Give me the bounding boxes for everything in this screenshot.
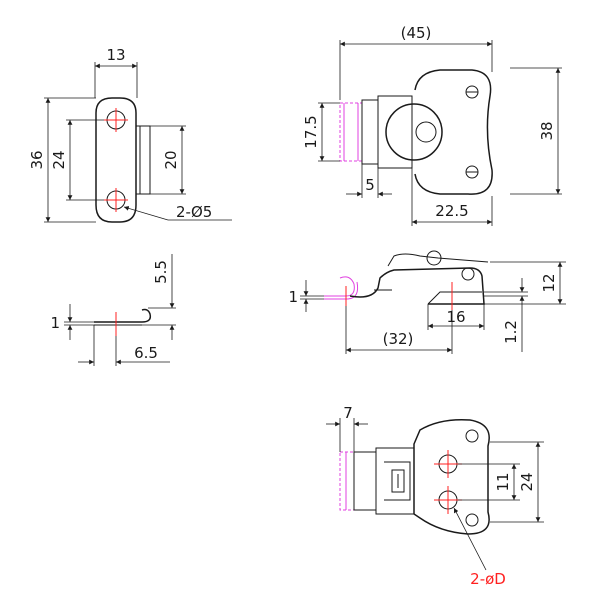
- dim-bottom-width: 24: [518, 472, 536, 491]
- front-plate-outline: [95, 97, 137, 223]
- top-hidden-part: [339, 102, 363, 162]
- dim-right-thickness: 1: [288, 288, 298, 306]
- front-hole-callout: 2-Ø5: [176, 203, 212, 221]
- top-view: (45) 38 17.5 5 22.5: [302, 24, 562, 226]
- dim-right-reach: (32): [383, 330, 414, 348]
- top-cam: [385, 103, 443, 161]
- dim-right-plate-thickness: 1.2: [502, 320, 520, 344]
- bottom-hidden-part: [339, 451, 355, 511]
- right-hook-hidden: [324, 276, 355, 297]
- bottom-hole-callout: 2-øD: [470, 570, 506, 588]
- dim-top-bracket-height: 17.5: [302, 115, 320, 148]
- dim-top-offset: 5: [365, 176, 375, 194]
- side-view-right: 1 12 1.2 16 (32): [288, 250, 566, 354]
- side-view-left: 1 5.5 6.5: [50, 254, 176, 366]
- dim-bottom-depth: 7: [343, 404, 353, 422]
- dim-left-height: 5.5: [152, 260, 170, 284]
- dim-top-plate-width: 22.5: [435, 202, 468, 220]
- dim-left-thickness: 1: [50, 314, 60, 332]
- front-view: 13 36 24 20 2-Ø5: [28, 46, 232, 223]
- bottom-view: 7 11 24 2-øD: [326, 404, 544, 588]
- dim-top-overall-length: (45): [401, 24, 432, 42]
- dim-top-height: 38: [538, 121, 556, 140]
- bottom-plate: [413, 418, 490, 535]
- dim-front-width: 13: [106, 46, 125, 64]
- dim-front-hole-spacing: 24: [50, 150, 68, 169]
- dim-front-height: 36: [28, 150, 46, 169]
- dim-right-height: 12: [540, 273, 558, 292]
- top-plate: [414, 69, 493, 195]
- dim-right-inner-width: 16: [446, 308, 465, 326]
- front-slot: [135, 125, 151, 195]
- dim-bottom-hole-spacing: 11: [494, 472, 512, 491]
- dim-front-slot: 20: [162, 150, 180, 169]
- left-side-hook: [141, 308, 152, 323]
- dim-left-length: 6.5: [134, 344, 158, 362]
